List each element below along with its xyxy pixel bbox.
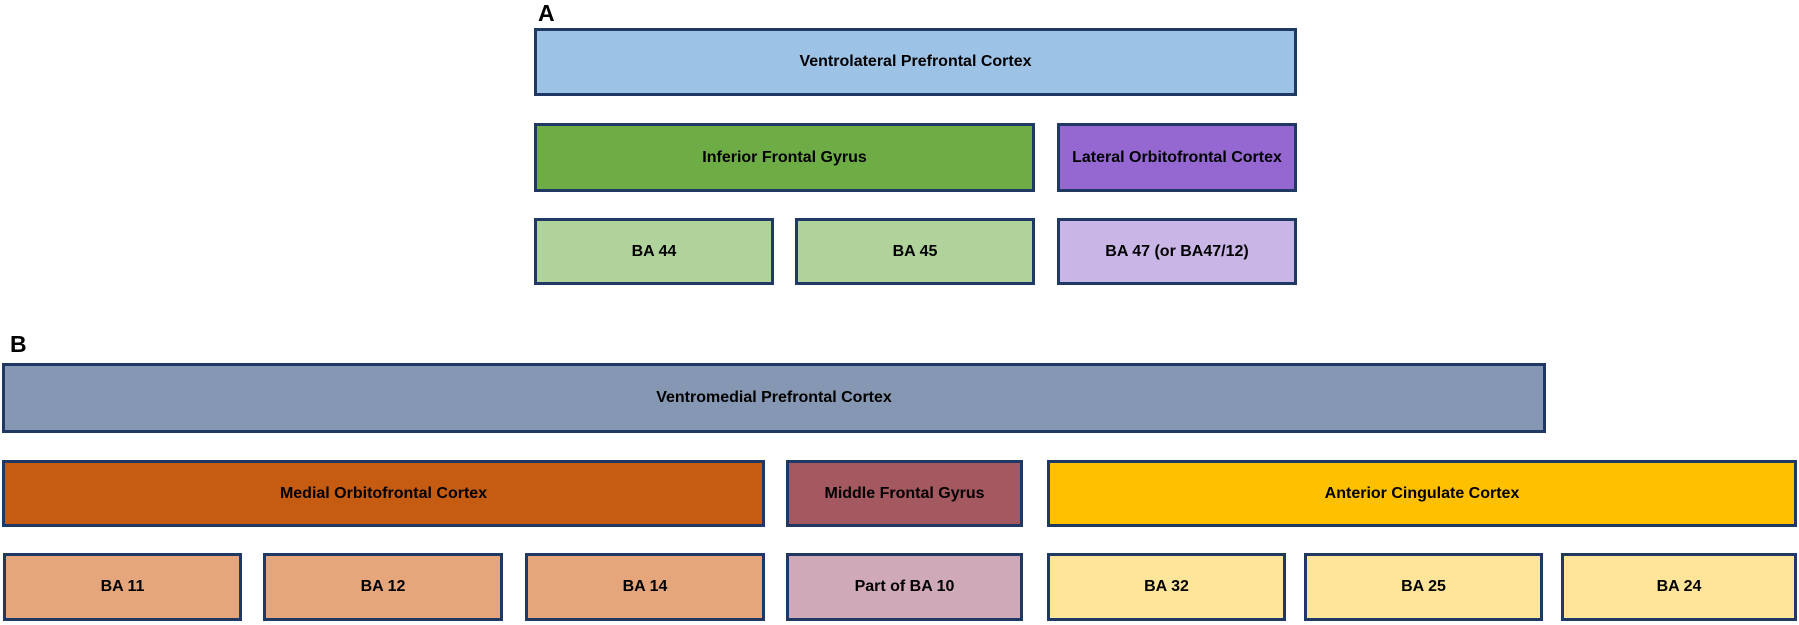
box-label: BA 47 (or BA47/12) bbox=[1105, 242, 1249, 260]
panel-a-label: A bbox=[538, 0, 555, 26]
box-label: BA 14 bbox=[622, 578, 668, 595]
box-ba-14: BA 14 bbox=[525, 553, 765, 621]
box-lateral-orbitofrontal-cortex: Lateral Orbitofrontal Cortex bbox=[1057, 123, 1297, 192]
box-medial-orbitofrontal-cortex: Medial Orbitofrontal Cortex bbox=[2, 460, 765, 527]
box-ba-45: BA 45 bbox=[795, 218, 1035, 285]
box-ventromedial-prefrontal-cortex: Ventromedial Prefrontal Cortex bbox=[2, 363, 1546, 433]
box-label: Anterior Cingulate Cortex bbox=[1324, 484, 1520, 502]
box-label: Lateral Orbitofrontal Cortex bbox=[1072, 148, 1282, 166]
box-label: Inferior Frontal Gyrus bbox=[702, 148, 867, 166]
box-inferior-frontal-gyrus: Inferior Frontal Gyrus bbox=[534, 123, 1035, 192]
box-ba-47: BA 47 (or BA47/12) bbox=[1057, 218, 1297, 285]
box-ba-44: BA 44 bbox=[534, 218, 774, 285]
box-part-of-ba-10: Part of BA 10 bbox=[786, 553, 1023, 621]
box-ba-25: BA 25 bbox=[1304, 553, 1543, 621]
box-middle-frontal-gyrus: Middle Frontal Gyrus bbox=[786, 460, 1023, 527]
box-ba-11: BA 11 bbox=[3, 553, 242, 621]
box-label: Ventromedial Prefrontal Cortex bbox=[656, 389, 892, 406]
box-ba-24: BA 24 bbox=[1561, 553, 1797, 621]
box-label: BA 44 bbox=[631, 242, 677, 260]
box-label: BA 25 bbox=[1401, 578, 1446, 595]
box-ventrolateral-prefrontal-cortex: Ventrolateral Prefrontal Cortex bbox=[534, 28, 1297, 96]
box-ba-12: BA 12 bbox=[263, 553, 503, 621]
box-label: Middle Frontal Gyrus bbox=[824, 484, 985, 502]
panel-b-label: B bbox=[10, 331, 27, 357]
box-label: BA 11 bbox=[100, 578, 145, 595]
box-anterior-cingulate-cortex: Anterior Cingulate Cortex bbox=[1047, 460, 1797, 527]
box-label: BA 45 bbox=[892, 242, 938, 260]
box-ba-32: BA 32 bbox=[1047, 553, 1286, 621]
box-label: BA 12 bbox=[360, 578, 406, 595]
box-label: Medial Orbitofrontal Cortex bbox=[279, 484, 488, 502]
box-label: BA 24 bbox=[1656, 578, 1702, 595]
box-label: Part of BA 10 bbox=[854, 578, 955, 595]
box-label: BA 32 bbox=[1144, 578, 1189, 595]
box-label: Ventrolateral Prefrontal Cortex bbox=[799, 53, 1032, 70]
